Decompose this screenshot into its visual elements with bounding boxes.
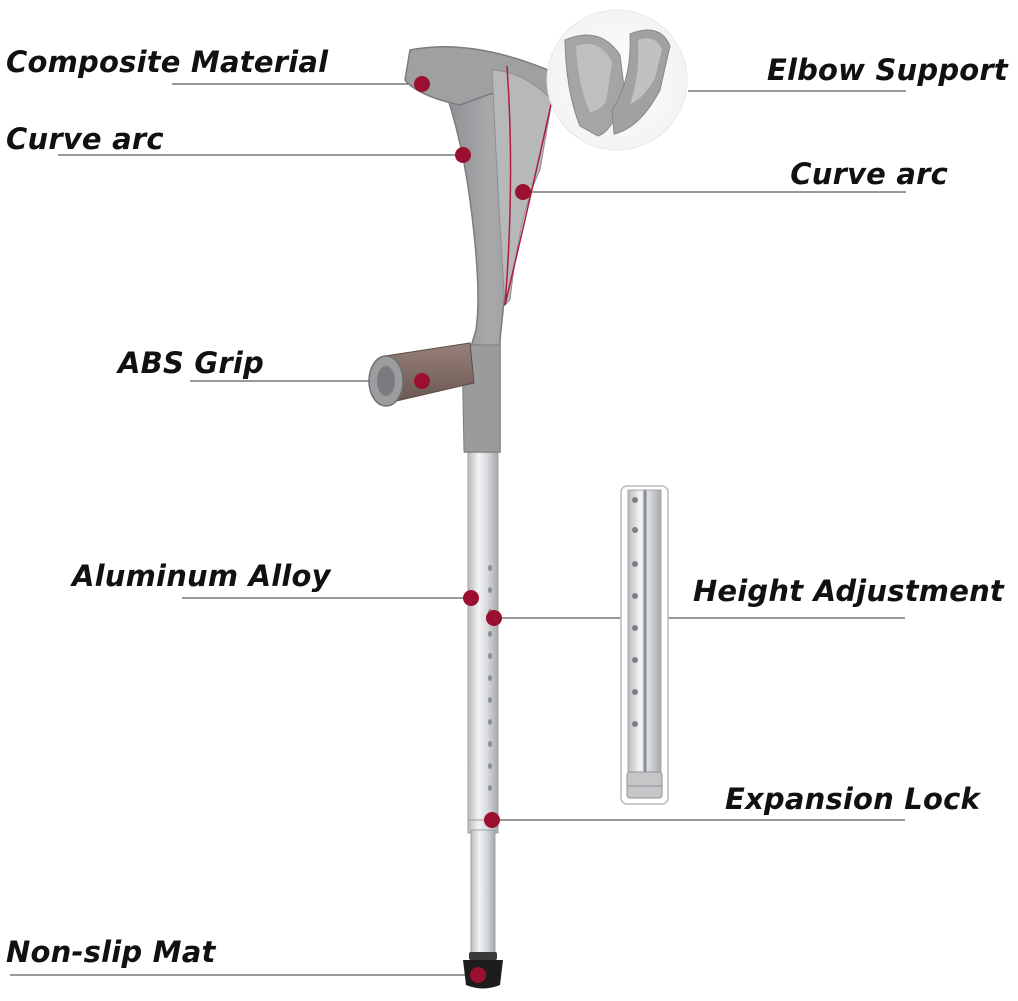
label-non-slip-mat: Non-slip Mat: [6, 935, 216, 969]
marker-lock: [484, 812, 500, 828]
marker-composite: [414, 76, 430, 92]
label-curve-arc-right: Curve arc: [790, 157, 948, 191]
label-composite-material: Composite Material: [6, 45, 329, 79]
marker-curve-right: [515, 184, 531, 200]
label-expansion-lock: Expansion Lock: [724, 782, 980, 816]
label-elbow-support: Elbow Support: [766, 53, 1008, 87]
marker-height: [486, 610, 502, 626]
label-curve-arc-left: Curve arc: [6, 122, 164, 156]
height-adjustment-inset: [620, 485, 669, 805]
leader-lines: [10, 83, 906, 976]
marker-alloy: [463, 590, 479, 606]
label-height-adjustment: Height Adjustment: [692, 574, 1004, 608]
label-abs-grip: ABS Grip: [118, 346, 264, 380]
aluminum-tube: [467, 447, 499, 959]
marker-mat: [470, 967, 486, 983]
label-aluminum-alloy: Aluminum Alloy: [72, 559, 331, 593]
marker-curve-left: [455, 147, 471, 163]
abs-grip: [368, 342, 475, 407]
elbow-support-inset: [546, 9, 688, 151]
markers: [414, 76, 531, 983]
marker-grip: [414, 373, 430, 389]
